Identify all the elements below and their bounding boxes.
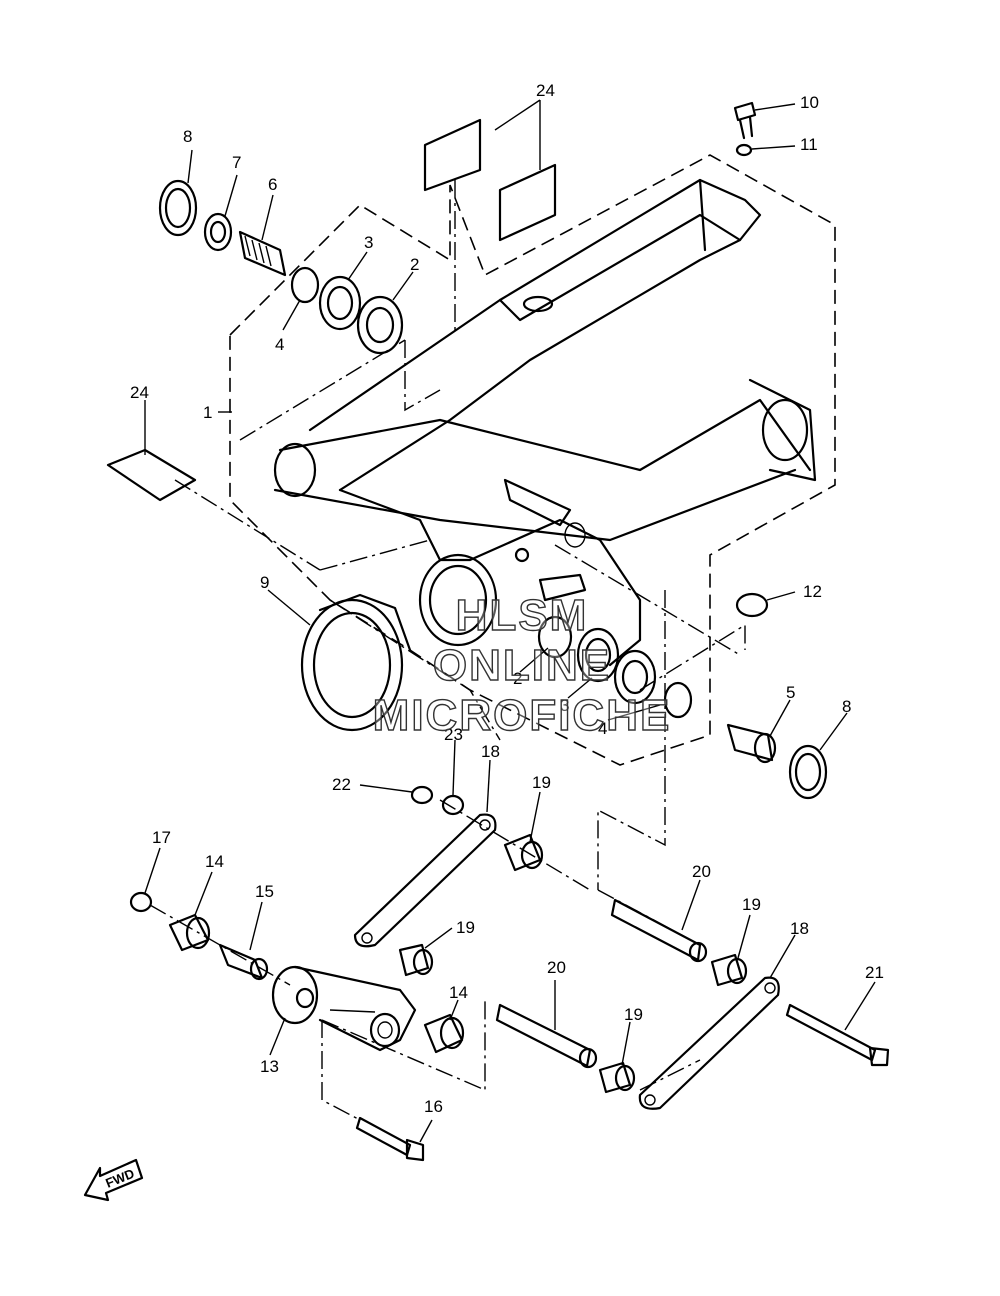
watermark: HLSM ONLINE MICROFICHE bbox=[372, 590, 672, 740]
callout-10: 10 bbox=[800, 93, 819, 112]
callout-21: 21 bbox=[865, 963, 884, 982]
callout-18-lower: 18 bbox=[790, 919, 809, 938]
callout-4-upper: 4 bbox=[275, 335, 284, 354]
watermark-line-2: ONLINE bbox=[433, 641, 611, 690]
callout-19-left: 19 bbox=[456, 918, 475, 937]
swingarm-body[interactable] bbox=[273, 178, 817, 667]
relay-arm[interactable] bbox=[271, 965, 417, 1052]
collar-15[interactable] bbox=[218, 943, 269, 981]
callout-24-left: 24 bbox=[130, 383, 149, 402]
collar-14-lower[interactable] bbox=[423, 1013, 465, 1054]
collar-19-a[interactable] bbox=[503, 833, 544, 872]
cap-12[interactable] bbox=[735, 592, 769, 618]
forward-direction-arrow: FWD bbox=[83, 1158, 144, 1202]
connecting-rod-lower[interactable] bbox=[638, 976, 780, 1110]
callout-15: 15 bbox=[255, 882, 274, 901]
collar-right[interactable] bbox=[663, 681, 693, 719]
washer-23[interactable] bbox=[441, 794, 465, 816]
bearing-2-right[interactable] bbox=[537, 615, 573, 659]
callout-6: 6 bbox=[268, 175, 277, 194]
bearing-3-right[interactable] bbox=[576, 627, 620, 683]
callout-4-lower: 4 bbox=[598, 719, 607, 738]
callout-12: 12 bbox=[803, 582, 822, 601]
callout-2-lower: 2 bbox=[513, 669, 522, 688]
ring-gear-cover[interactable] bbox=[300, 593, 412, 732]
callout-20-upper: 20 bbox=[692, 862, 711, 881]
callout-20-lower: 20 bbox=[547, 958, 566, 977]
bolt-16[interactable] bbox=[355, 1116, 425, 1162]
callout-14-upper: 14 bbox=[205, 852, 224, 871]
collar-19-b[interactable] bbox=[398, 943, 434, 977]
callout-8-right: 8 bbox=[842, 697, 851, 716]
bearing-2b-right[interactable] bbox=[613, 649, 657, 705]
collar-19-d[interactable] bbox=[598, 1061, 636, 1094]
dust-seal-left[interactable] bbox=[158, 179, 198, 237]
callout-3-upper: 3 bbox=[364, 233, 373, 252]
callout-19-right: 19 bbox=[742, 895, 761, 914]
callout-3-lower: 3 bbox=[560, 696, 569, 715]
washer-11[interactable] bbox=[735, 143, 753, 157]
callout-7: 7 bbox=[232, 153, 241, 172]
connecting-rod-upper[interactable] bbox=[353, 813, 497, 948]
callout-5: 5 bbox=[786, 683, 795, 702]
callout-22: 22 bbox=[332, 775, 351, 794]
bolt-21[interactable] bbox=[785, 1003, 890, 1067]
decal-upper[interactable] bbox=[423, 118, 557, 242]
sleeve-20-upper[interactable] bbox=[610, 898, 708, 963]
callout-1: 1 bbox=[203, 403, 212, 422]
nut-22[interactable] bbox=[410, 785, 434, 805]
decal-left[interactable] bbox=[106, 448, 197, 502]
locknut-left[interactable] bbox=[203, 212, 233, 252]
leader-lines bbox=[144, 99, 876, 1143]
collar-left[interactable] bbox=[290, 266, 320, 304]
watermark-line-1: HLSM bbox=[456, 591, 589, 640]
bearing-3-left[interactable] bbox=[318, 275, 362, 331]
collar-19-c[interactable] bbox=[710, 953, 748, 987]
sleeve-20-lower[interactable] bbox=[495, 1003, 598, 1069]
callout-23: 23 bbox=[444, 725, 463, 744]
callout-9: 9 bbox=[260, 573, 269, 592]
bearing-2-left[interactable] bbox=[356, 295, 404, 355]
callout-14-lower: 14 bbox=[449, 983, 468, 1002]
callout-2-upper: 2 bbox=[410, 255, 419, 274]
pivot-shaft-left[interactable] bbox=[238, 230, 287, 277]
nut-17[interactable] bbox=[129, 891, 153, 913]
callout-16: 16 bbox=[424, 1097, 443, 1116]
pivot-shaft-right[interactable] bbox=[726, 723, 777, 764]
callout-numbers: 8 7 6 4 3 2 24 24 1 10 11 12 5 8 9 2 3 4… bbox=[130, 81, 884, 1116]
callout-11: 11 bbox=[800, 135, 818, 154]
watermark-line-3: MICROFICHE bbox=[373, 691, 672, 740]
callout-13: 13 bbox=[260, 1057, 279, 1076]
centre-lines bbox=[149, 180, 746, 1121]
dust-seal-right[interactable] bbox=[788, 744, 828, 800]
callout-18-upper: 18 bbox=[481, 742, 500, 761]
callout-19-upper: 19 bbox=[532, 773, 551, 792]
collar-14-upper[interactable] bbox=[168, 913, 211, 952]
callout-19-lower: 19 bbox=[624, 1005, 643, 1024]
callout-8-upper: 8 bbox=[183, 127, 192, 146]
callout-17: 17 bbox=[152, 828, 171, 847]
callout-24-upper: 24 bbox=[536, 81, 555, 100]
bolt-10[interactable] bbox=[733, 101, 757, 140]
